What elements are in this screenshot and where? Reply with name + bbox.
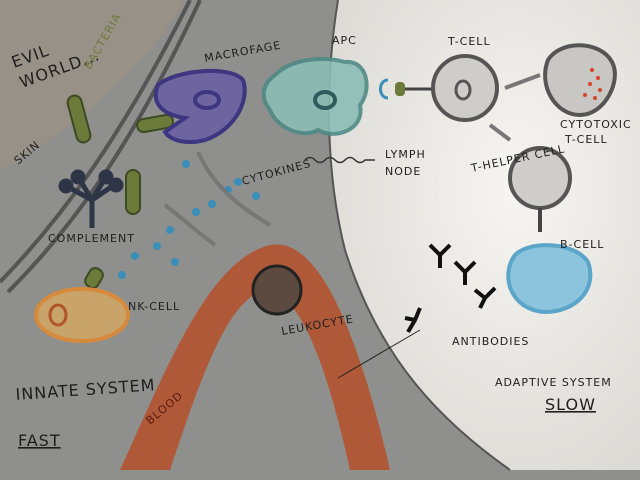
skin-line-outer [0,0,192,284]
antigen-icon [395,82,405,96]
nk-cell-nucleus [48,303,68,327]
t-cell [431,54,499,122]
label-complement: COMPLEMENT [48,232,135,245]
label-apc: APC [332,34,357,47]
leukocyte-cell [251,264,303,316]
adaptive-region [328,0,640,470]
t-cell-nucleus [454,79,472,101]
label-node: NODE [385,165,421,178]
label-adaptive-system: ADAPTIVE SYSTEM [495,376,612,389]
label-b-cell: B-CELL [560,238,604,251]
macrophage-nucleus [193,90,221,110]
label-lymph: LYMPH [385,148,426,161]
label-slow: SLOW [545,395,596,414]
cytotoxic-granules [583,68,602,100]
nk-cell [34,287,130,343]
cytotoxic-t-cell [543,43,617,118]
label-nk-cell: NK-CELL [128,300,180,313]
label-cytotoxic-t-cell: T-CELL [564,133,608,146]
label-t-cell: T-CELL [447,35,491,48]
antibody-icons [404,243,497,334]
bacteria-icon [66,94,174,289]
b-cell [506,243,593,315]
apc-receptor [379,78,389,100]
apc-nucleus [313,90,337,110]
label-cytotoxic: CYTOTOXIC [560,118,632,131]
arrows [163,73,541,247]
blood-vessel [120,244,390,470]
blood-antibody-arrow [337,329,421,379]
label-antibodies: ANTIBODIES [452,335,529,348]
lymph-arrow [304,156,375,164]
label-fast: FAST [18,431,61,450]
complement-icon [58,169,124,228]
outside-world-region [0,0,185,170]
